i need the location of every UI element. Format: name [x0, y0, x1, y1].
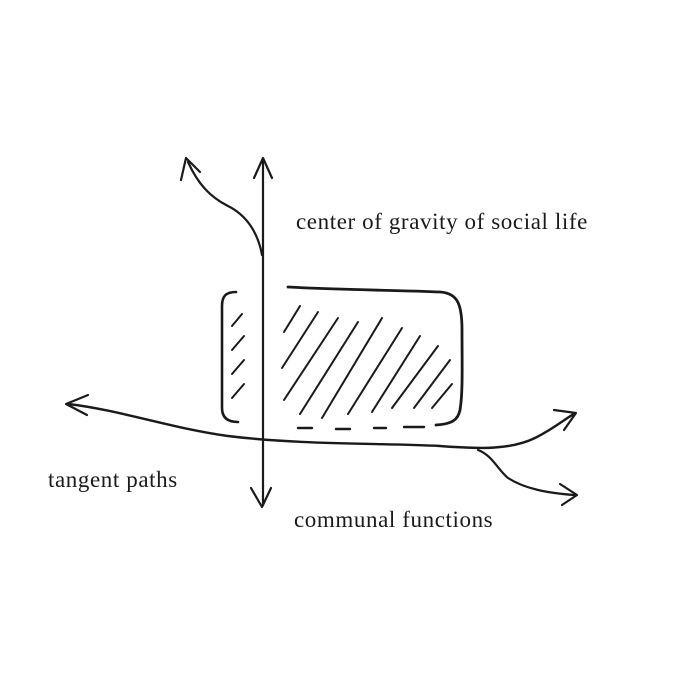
upper-branch-arrow — [179, 156, 264, 257]
center-of-gravity-label: center of gravity of social life — [296, 209, 588, 234]
tangent-paths-label: tangent paths — [48, 467, 178, 492]
tangent-path-arrow — [64, 393, 578, 450]
vertical-axis-arrow — [249, 156, 274, 509]
center-of-gravity-region — [281, 285, 464, 431]
lower-branch-arrow — [476, 448, 579, 507]
left-shaded-region — [220, 290, 245, 424]
communal-functions-label: communal functions — [294, 507, 494, 532]
